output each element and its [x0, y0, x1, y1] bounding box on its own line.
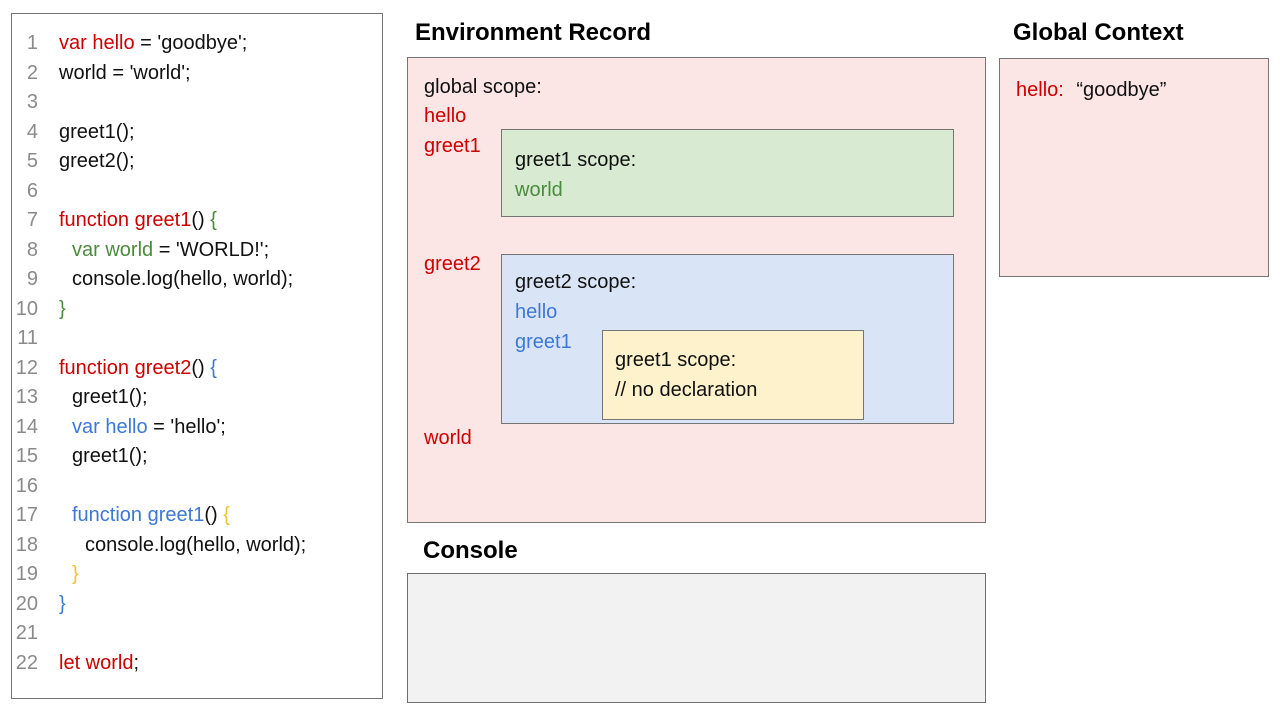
greet1-scope-box: greet1 scope: world — [501, 129, 954, 217]
line-number: 2 — [26, 61, 38, 84]
code-line: 17 function greet1() { — [12, 501, 382, 531]
nested-greet1-scope-label: greet1 scope: — [615, 349, 737, 371]
code-text: greet1(); — [72, 445, 148, 467]
global-scope-box: global scope: hello greet1 greet2 world … — [407, 57, 986, 523]
global-scope-label: global scope: — [424, 76, 542, 98]
code-text: var hello = 'goodbye'; — [59, 32, 248, 54]
code-text: } — [59, 297, 66, 320]
line-number: 20 — [15, 592, 38, 615]
line-number: 7 — [26, 209, 38, 231]
environment-record-title: Environment Record — [415, 19, 652, 46]
global-var-world: world — [424, 427, 472, 449]
line-number: 21 — [15, 622, 38, 644]
line-number: 12 — [15, 356, 38, 379]
console-title: Console — [423, 537, 518, 564]
code-lines: 1 var hello = 'goodbye'; 2 world = 'world';… — [12, 29, 382, 678]
line-number: 16 — [15, 474, 38, 497]
line-number: 3 — [26, 91, 38, 113]
code-text: let world; — [59, 651, 140, 674]
code-text: function greet2() { — [59, 356, 217, 379]
global-context-entry-key: hello: — [1016, 79, 1064, 101]
code-text: greet1(); — [72, 386, 148, 408]
code-line: 14 var hello = 'hello'; — [12, 413, 382, 443]
line-number: 5 — [26, 150, 38, 172]
code-line: 21 — [12, 619, 382, 649]
code-line: 16 — [12, 472, 382, 502]
code-line: 22 let world; — [12, 649, 382, 679]
code-line: 3 — [12, 88, 382, 118]
code-line: 18 console.log(hello, world); — [12, 531, 382, 561]
line-number: 8 — [26, 238, 38, 261]
greet2-scope-label: greet2 scope: — [515, 271, 637, 293]
global-var-hello: hello — [424, 105, 467, 127]
line-number: 6 — [26, 179, 38, 202]
code-line: 12 function greet2() { — [12, 354, 382, 384]
global-var-greet1: greet1 — [424, 135, 481, 157]
line-number: 11 — [17, 327, 38, 349]
line-number: 1 — [26, 32, 38, 54]
code-text: } — [72, 563, 79, 585]
line-number: 22 — [15, 651, 38, 674]
greet1-scope-label: greet1 scope: — [515, 149, 637, 171]
global-context-title: Global Context — [1013, 19, 1184, 46]
code-line: 5 greet2(); — [12, 147, 382, 177]
greet1-var-world: world — [515, 179, 563, 201]
code-line: 4 greet1(); — [12, 118, 382, 148]
line-number: 10 — [15, 297, 38, 320]
global-context-entry: hello: “goodbye” — [1016, 79, 1166, 102]
code-text: function greet1() { — [59, 209, 217, 231]
nested-greet1-scope-box: greet1 scope: // no declaration — [602, 330, 864, 420]
code-line: 8 var world = 'WORLD!'; — [12, 236, 382, 266]
code-text: function greet1() { — [72, 504, 230, 526]
line-number: 18 — [15, 533, 38, 556]
line-number: 19 — [15, 563, 38, 585]
code-line: 10} — [12, 295, 382, 325]
line-number: 9 — [26, 268, 38, 290]
line-number: 17 — [15, 504, 38, 526]
code-line: 7 function greet1() { — [12, 206, 382, 236]
code-text: } — [59, 592, 66, 615]
code-line: 20} — [12, 590, 382, 620]
line-number: 14 — [15, 415, 38, 438]
code-panel: 1 var hello = 'goodbye'; 2 world = 'world';… — [11, 13, 383, 699]
code-line: 13 greet1(); — [12, 383, 382, 413]
global-context-entry-value: “goodbye” — [1076, 79, 1167, 101]
code-line: 1 var hello = 'goodbye'; — [12, 29, 382, 59]
line-number: 15 — [15, 445, 38, 467]
code-line: 6 — [12, 177, 382, 207]
no-declaration-comment: // no declaration — [615, 379, 758, 401]
line-number: 4 — [26, 120, 38, 143]
code-line: 19} — [12, 560, 382, 590]
code-line: 11 — [12, 324, 382, 354]
greet2-var-hello: hello — [515, 301, 558, 323]
code-text: greet1(); — [59, 120, 135, 143]
code-text: greet2(); — [59, 150, 135, 172]
line-number: 13 — [15, 386, 38, 408]
code-line: 15 greet1(); — [12, 442, 382, 472]
greet2-var-greet1: greet1 — [515, 331, 572, 353]
code-line: 2 world = 'world'; — [12, 59, 382, 89]
global-var-greet2: greet2 — [424, 253, 481, 275]
code-text: console.log(hello, world); — [72, 268, 294, 290]
console-output-box — [407, 573, 986, 703]
code-text: var world = 'WORLD!'; — [72, 238, 270, 261]
code-line: 9 console.log(hello, world); — [12, 265, 382, 295]
code-text: world = 'world'; — [59, 61, 191, 84]
global-context-box: hello: “goodbye” — [999, 58, 1269, 277]
greet2-scope-box: greet2 scope: hello greet1 greet1 scope:… — [501, 254, 954, 424]
code-text: console.log(hello, world); — [85, 533, 307, 556]
code-text: var hello = 'hello'; — [72, 415, 226, 438]
